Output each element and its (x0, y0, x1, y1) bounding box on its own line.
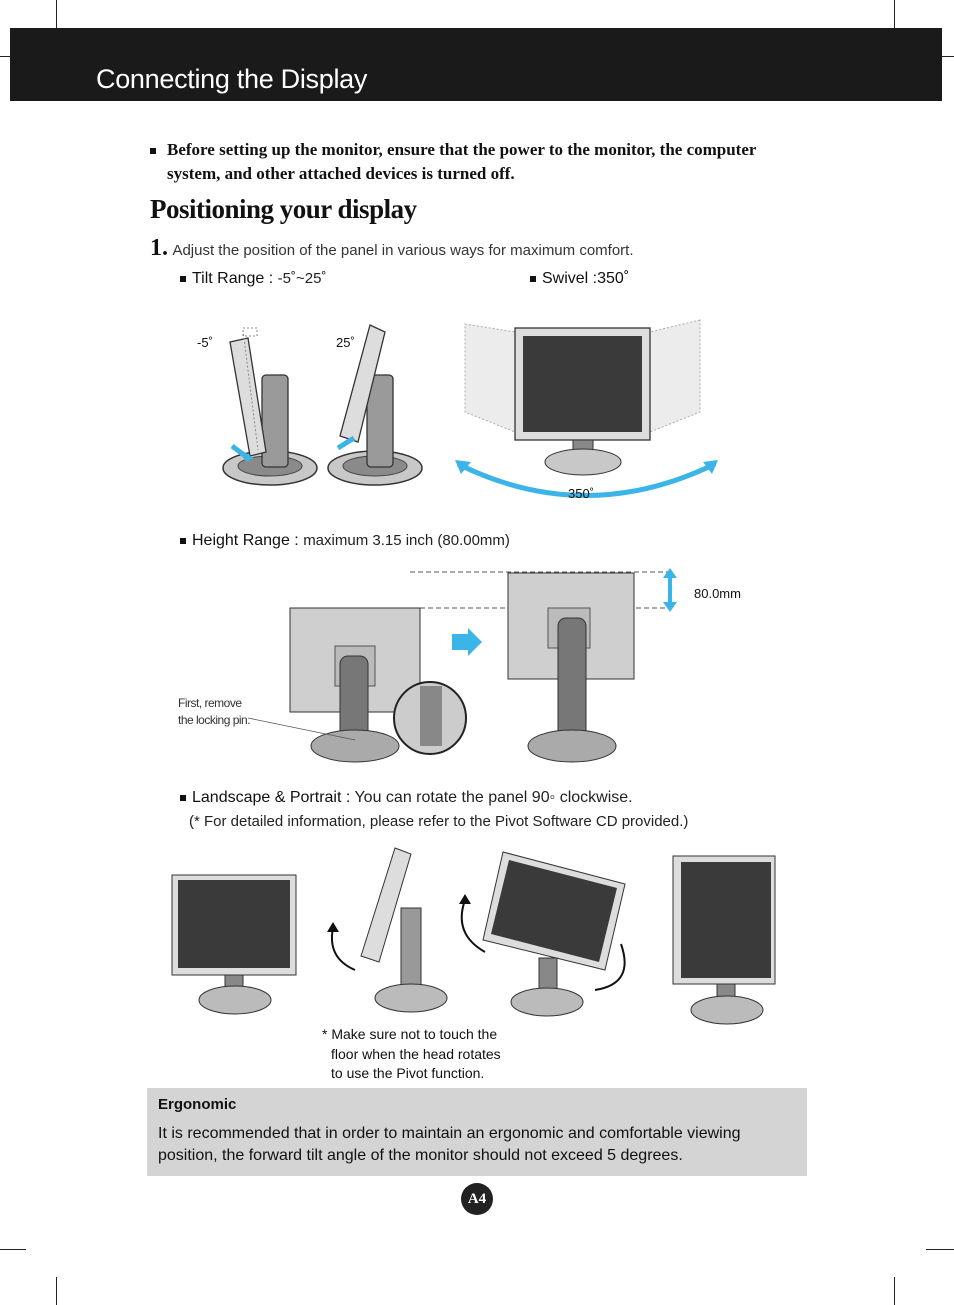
landscape-portrait-label: Landscape & Portrait : You can rotate th… (180, 789, 633, 807)
safety-note: Before setting up the monitor, ensure th… (150, 138, 810, 186)
bullet-icon (180, 794, 186, 801)
crop-mark (942, 56, 954, 57)
swivel-illustration (455, 319, 718, 498)
pin-note: First, remove the locking pin. (178, 696, 251, 727)
section-heading: Positioning your display (150, 194, 417, 224)
height-dimension: 80.0mm (694, 586, 741, 601)
pivot-note: (* For detailed information, please refe… (189, 813, 689, 830)
crop-mark (894, 0, 895, 28)
tilt-illustration (222, 324, 423, 486)
header-bar: Connecting the Display (10, 28, 942, 101)
bullet-icon (180, 275, 186, 282)
ergonomic-body: It is recommended that in order to maint… (158, 1125, 741, 1164)
page-number: A4 (461, 1183, 493, 1215)
pivot-caution: * Make sure not to touch the floor when … (322, 1026, 501, 1081)
tilt-left-angle: -5˚ (197, 335, 213, 350)
crop-mark (0, 56, 10, 57)
page-title: Connecting the Display (96, 64, 368, 94)
swivel-label: Swivel :350˚ (530, 270, 629, 288)
step-text: Adjust the position of the panel in vari… (172, 242, 634, 259)
swivel-angle: 350˚ (568, 486, 595, 501)
crop-mark (0, 1249, 26, 1250)
tilt-range-label: Tilt Range : -5˚~25˚ (180, 270, 326, 288)
step-1: 1. Adjust the position of the panel in v… (150, 235, 634, 262)
crop-mark (56, 1277, 57, 1305)
ergonomic-title: Ergonomic (158, 1096, 237, 1113)
bullet-icon (180, 537, 186, 544)
height-illustration (247, 568, 677, 763)
crop-mark (926, 1249, 954, 1250)
bullet-icon (530, 275, 536, 282)
crop-mark (894, 1277, 895, 1305)
step-number: 1. (150, 235, 168, 261)
ergonomic-box: Ergonomic It is recommended that in orde… (147, 1088, 807, 1176)
crop-mark (56, 0, 57, 28)
height-range-label: Height Range : maximum 3.15 inch (80.00m… (180, 532, 510, 550)
bullet-icon (150, 148, 156, 154)
tilt-right-angle: 25˚ (336, 335, 355, 350)
safety-note-text: Before setting up the monitor, ensure th… (167, 140, 757, 183)
pivot-illustration (171, 847, 776, 1025)
